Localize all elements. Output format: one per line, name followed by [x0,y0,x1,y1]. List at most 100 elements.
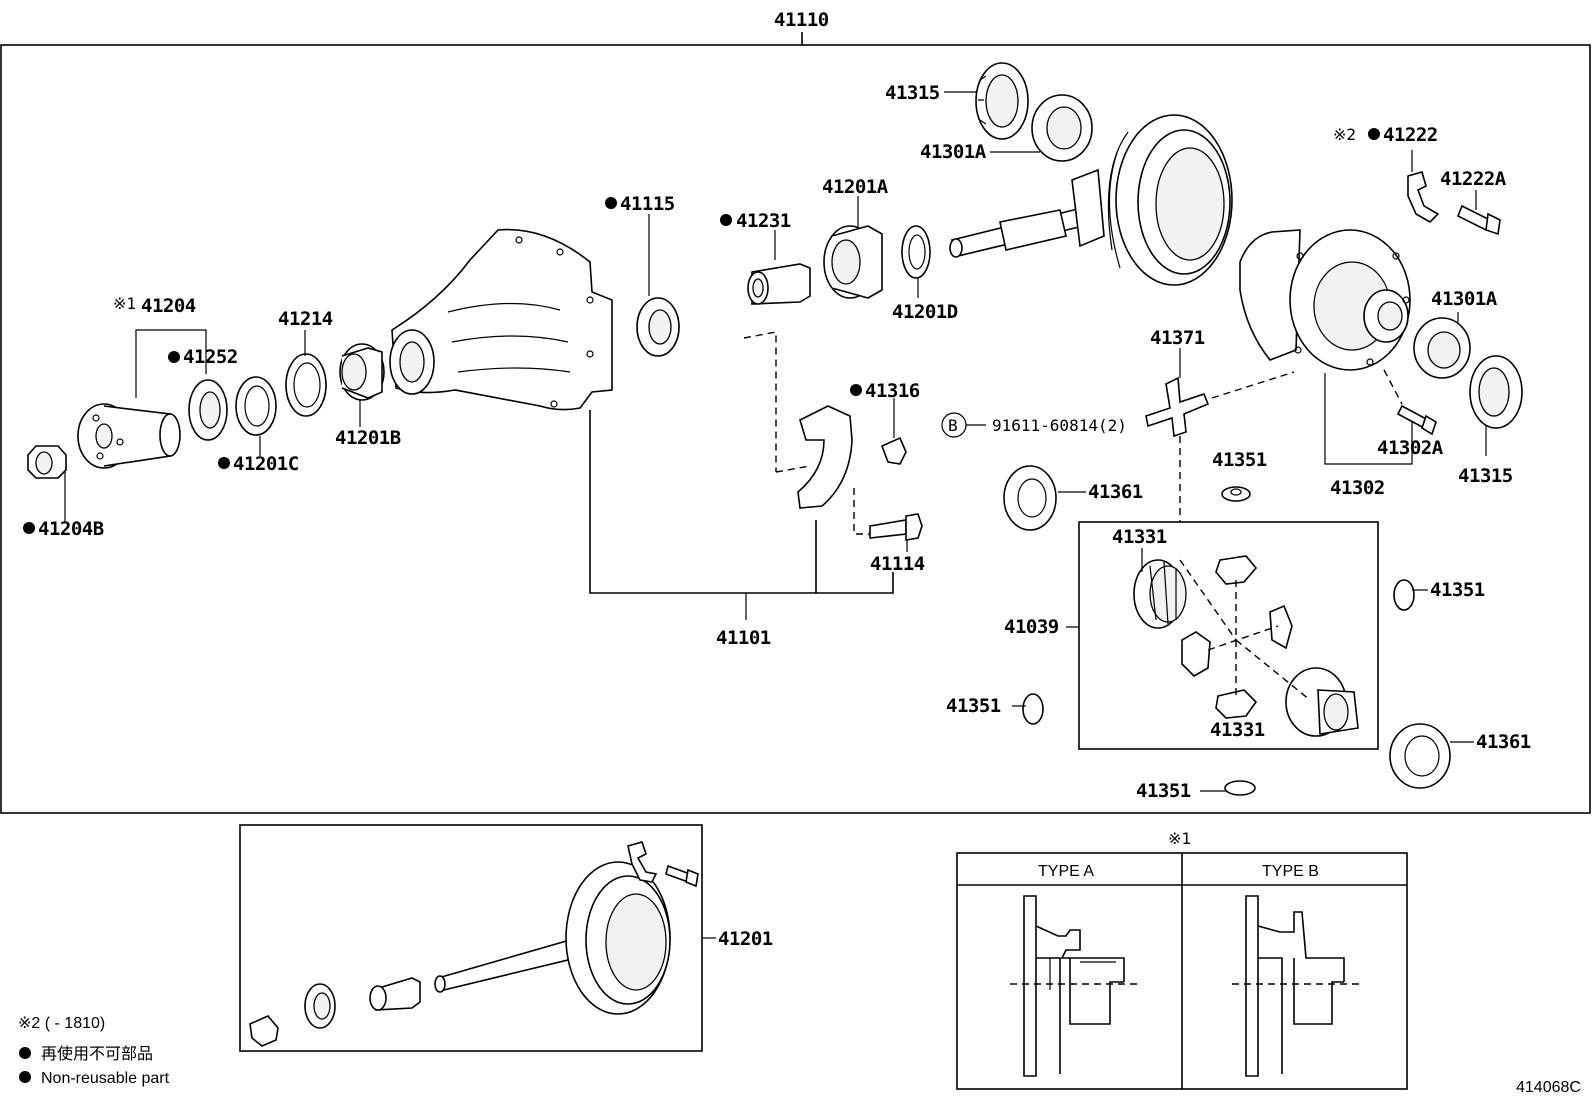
label-41351-a[interactable]: 41351 [1212,449,1267,471]
pinion-washer-icon [901,225,931,279]
label-41114[interactable]: 41114 [870,553,925,575]
label-bolt-ref[interactable]: 91611-60814(2) [992,416,1127,435]
non-reusable-dot-icon [720,214,732,226]
kit-bearing-icon [249,1015,279,1047]
label-41371[interactable]: 41371 [1150,327,1205,349]
label-41214[interactable]: 41214 [278,308,333,330]
legend-en-text: Non-reusable part [41,1070,170,1087]
bracket-41204 [135,329,207,398]
label-41252[interactable]: 41252 [183,346,238,368]
side-gear-thrust-washer-right-icon [1389,723,1451,789]
pinion-bearing-icon [339,343,385,401]
guide-line-41302A [1383,369,1403,405]
oil-seal-icon [235,376,277,436]
non-reusable-dot-icon [850,384,862,396]
label-41301A-top[interactable]: 41301A [920,141,987,163]
mark-41204: ※1 [113,294,136,313]
figure-code: 414068C [1516,1079,1581,1096]
differential-case-icon [1239,229,1411,371]
label-41315-right[interactable]: 41315 [1458,465,1513,487]
pinion-thrust-washer-right-icon [1393,579,1415,611]
label-41201D[interactable]: 41201D [892,301,958,323]
side-bearing-icon [1031,94,1093,162]
type-table-mark: ※1 [1168,829,1191,848]
gear-kit-box [1078,521,1379,750]
guide-line-cap [743,331,777,472]
kit-spacer-icon [369,977,421,1011]
legend-note-2: ※2 ( - 1810) [18,1015,105,1032]
side-gear-thrust-washer-icon [1003,465,1057,531]
pinion-gear-right-icon [1269,604,1293,650]
label-41204[interactable]: 41204 [141,295,196,317]
bolt-circle-letter: B [948,416,958,435]
legend-dot-icon [19,1047,31,1059]
non-reusable-dot-icon [168,351,180,363]
side-adjuster-right-icon [1469,355,1523,429]
lock-plate-icon [1407,171,1440,223]
pinion-thrust-washer-left-icon [1022,693,1044,725]
label-41101[interactable]: 41101 [716,627,771,649]
side-gear-right-icon [1285,667,1359,737]
label-41316[interactable]: 41316 [865,380,920,402]
label-41201A[interactable]: 41201A [822,176,889,198]
non-reusable-dot-icon [23,522,35,534]
kit-bolt-icon [665,864,699,888]
guide-line-cap-2 [775,465,811,473]
guide-line-gears-1 [1179,559,1237,641]
label-41361-a[interactable]: 41361 [1088,481,1143,503]
ring-gear-pinion-icon [949,114,1233,286]
pinion-shaft-spider-icon [1145,376,1210,438]
type-a-section-icon [1010,895,1142,1077]
label-41331-bottom[interactable]: 41331 [1210,719,1265,741]
pinion-gear-left-icon [1181,631,1211,677]
label-41201B[interactable]: 41201B [335,427,401,449]
label-41222[interactable]: 41222 [1383,124,1438,146]
legend-dot-icon [19,1071,31,1083]
pinion-thrust-washer-bottom-icon [1224,780,1256,796]
label-41231[interactable]: 41231 [736,210,791,232]
label-41039[interactable]: 41039 [1004,616,1059,638]
label-41351-c[interactable]: 41351 [946,695,1001,717]
kit-lock-plate-icon [627,841,658,883]
label-41351-d[interactable]: 41351 [1136,780,1191,802]
pinion-gear-top-icon [1215,555,1258,585]
side-gear-left-icon [1133,559,1187,629]
label-41302A[interactable]: 41302A [1377,437,1444,459]
bearing-cap-icon [797,405,853,509]
label-41361-b[interactable]: 41361 [1476,731,1531,753]
front-oil-seal-icon [636,297,680,357]
bracket-41101-right [816,572,894,594]
companion-flange-icon [77,403,181,469]
label-41351-b[interactable]: 41351 [1430,579,1485,601]
kit-seal-icon [304,983,336,1029]
non-reusable-dot-icon [605,197,617,209]
side-bearing-right-icon [1413,317,1471,379]
guide-line-spider-case [1211,371,1295,399]
type-b-section-icon [1232,895,1364,1077]
label-41315-top[interactable]: 41315 [885,82,940,104]
non-reusable-dot-icon [218,457,230,469]
label-41201[interactable]: 41201 [718,928,773,950]
label-41301A-right[interactable]: 41301A [1431,288,1498,310]
guide-line-gears-2 [1235,639,1311,701]
label-41302[interactable]: 41302 [1330,477,1385,499]
label-41115[interactable]: 41115 [620,193,675,215]
pinion-rear-bearing-icon [823,225,883,299]
label-41331-top[interactable]: 41331 [1112,526,1167,548]
label-41222A[interactable]: 41222A [1440,168,1507,190]
bracket-41101-left [589,410,817,594]
lock-bolt-icon [1456,204,1501,236]
cap-bolt-icon [869,513,923,541]
oil-slinger-icon [285,353,327,417]
dust-deflector-icon [188,379,228,441]
label-41204B[interactable]: 41204B [38,518,104,540]
pinion-thrust-washer-icon [1221,486,1251,502]
legend-jp-text: 再使用不可部品 [41,1045,153,1063]
type-a-header: TYPE A [1038,863,1094,880]
bearing-spacer-icon [747,263,811,305]
main-assembly-frame [0,44,1591,814]
label-41201C[interactable]: 41201C [233,453,299,475]
assembly-number[interactable]: 41110 [774,9,829,31]
